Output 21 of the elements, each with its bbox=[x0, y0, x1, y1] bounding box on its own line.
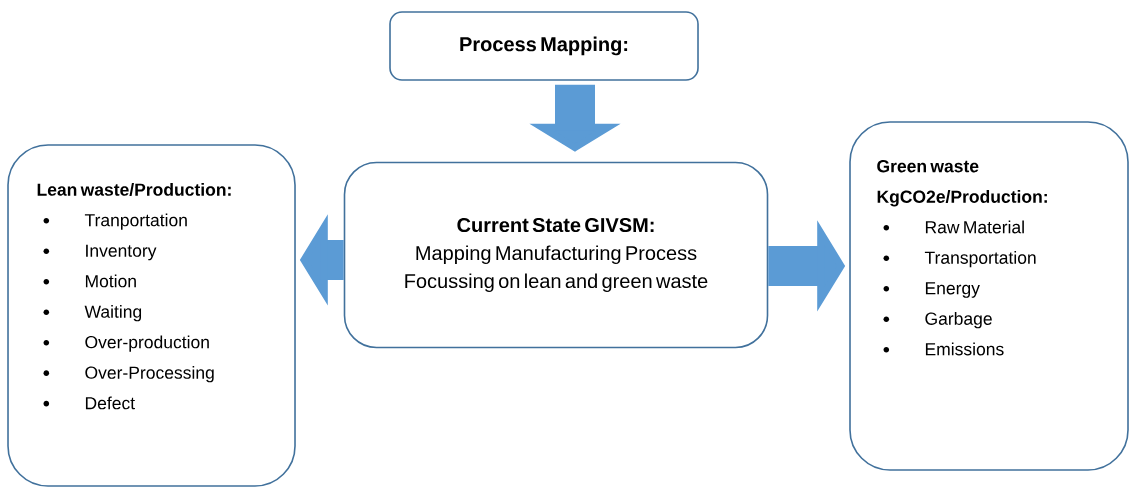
bullet-item: Tranportation bbox=[43, 213, 187, 230]
bullet-item: Over-Processing bbox=[43, 366, 214, 383]
bullet-item: Defect bbox=[43, 396, 135, 410]
bullet-item: Waiting bbox=[43, 305, 142, 322]
bullet-item: Energy bbox=[883, 282, 980, 298]
heading: Current State GIVSM: bbox=[457, 217, 654, 233]
heading: Process Mapping: bbox=[460, 36, 628, 56]
bullet-item: Motion bbox=[43, 274, 136, 288]
bullet-item: Transportation bbox=[883, 251, 1036, 268]
heading: Green waste KgCO2e/Production: bbox=[877, 160, 1047, 207]
title-box bbox=[389, 11, 699, 81]
heading: Lean waste/Production: bbox=[37, 183, 231, 196]
list-box bbox=[849, 121, 1129, 471]
bullet-item: Over-production bbox=[43, 335, 209, 352]
bullet-item: Raw Material bbox=[883, 220, 1024, 234]
process-box bbox=[343, 161, 769, 349]
list-box bbox=[7, 144, 296, 487]
description: Mapping Manufacturing Process Focussing on lean and green waste bbox=[405, 245, 708, 293]
bullet-item: Garbage bbox=[883, 312, 992, 329]
bullet-item: Inventory bbox=[43, 244, 157, 261]
bullet-item: Emissions bbox=[883, 342, 1004, 356]
